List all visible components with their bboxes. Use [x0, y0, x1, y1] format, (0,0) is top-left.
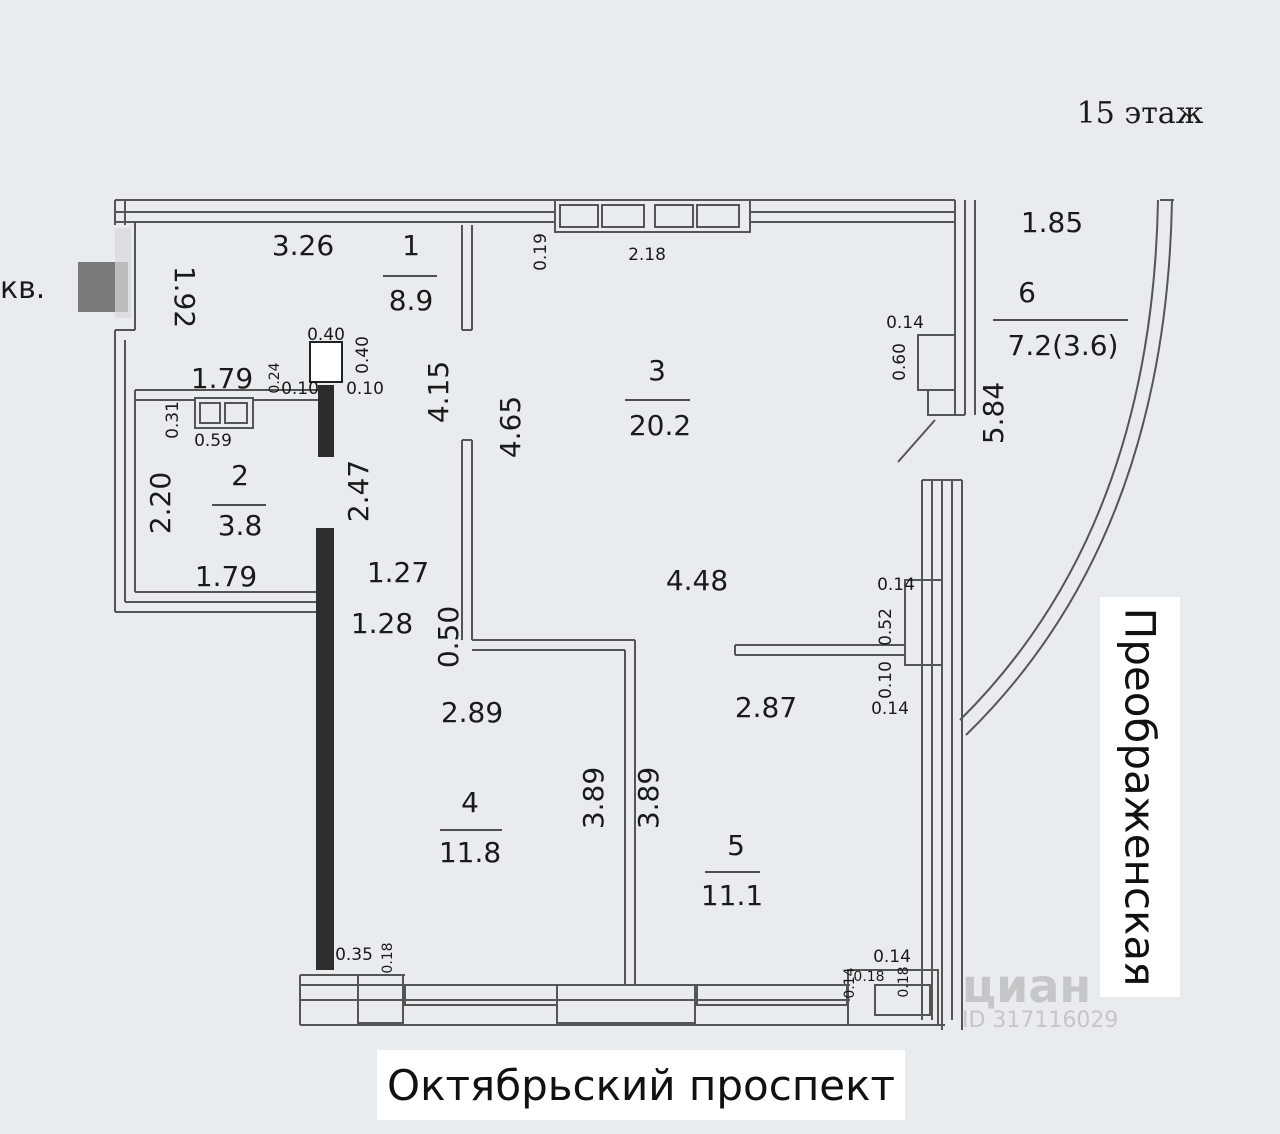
- room-2-area: 3.8: [218, 509, 263, 542]
- dim-040a: 0.40: [307, 325, 345, 345]
- dim-448: 4.48: [666, 564, 728, 597]
- watermark-brand: циан: [962, 959, 1092, 1013]
- room-6-area: 7.2(3.6): [1008, 329, 1119, 362]
- room-5: 5 11.1: [701, 829, 763, 912]
- room-3: 3 20.2: [625, 354, 691, 442]
- dim-010a: 0.10: [281, 379, 319, 399]
- room-1: 1 8.9: [383, 229, 437, 317]
- dim-220: 2.20: [144, 472, 177, 534]
- dim-179a: 1.79: [191, 362, 253, 395]
- dim-415: 4.15: [422, 361, 455, 423]
- dim-127: 1.27: [367, 556, 429, 589]
- dim-018b: 0.18: [853, 969, 884, 985]
- dimension-labels: 3.26 1.85 1.79 1.79 1.27 1.28 4.48 2.89 …: [144, 206, 1083, 999]
- apartment-label: кв.: [0, 271, 45, 306]
- dim-014a: 0.14: [886, 313, 924, 333]
- dim-018c: 0.18: [896, 966, 912, 997]
- dim-584: 5.84: [977, 382, 1010, 444]
- watermark: циан ID 317116029: [962, 963, 1118, 1033]
- room-1-number: 1: [402, 229, 420, 262]
- room-5-area: 11.1: [701, 879, 763, 912]
- balcony-curve: [959, 199, 1174, 736]
- room-4-number: 4: [461, 786, 479, 819]
- room-3-area: 20.2: [629, 409, 691, 442]
- dim-287: 2.87: [735, 691, 797, 724]
- dim-014e: 0.14: [842, 967, 858, 998]
- street-label-right: Преображенская: [1100, 597, 1180, 997]
- bottom-wall: [299, 969, 945, 1026]
- thick-partition: [309, 341, 343, 970]
- dim-059: 0.59: [194, 431, 232, 451]
- outer-walls: [114, 199, 955, 613]
- floor-label: 15 этаж: [1077, 96, 1204, 131]
- room-6: 6 7.2(3.6): [993, 276, 1128, 362]
- dim-035: 0.35: [335, 945, 373, 965]
- dim-185: 1.85: [1021, 206, 1083, 239]
- dim-192: 1.92: [168, 266, 201, 328]
- room-2-number: 2: [231, 459, 249, 492]
- dim-019: 0.19: [531, 233, 551, 271]
- dim-014c: 0.14: [871, 699, 909, 719]
- watermark-id: ID 317116029: [962, 1008, 1119, 1033]
- room-3-number: 3: [648, 354, 666, 387]
- dim-040b: 0.40: [353, 336, 373, 374]
- room-4: 4 11.8: [439, 786, 502, 869]
- dim-024: 0.24: [267, 362, 283, 393]
- dim-289: 2.89: [441, 696, 503, 729]
- dim-389b: 3.89: [632, 767, 665, 829]
- dim-014b: 0.14: [877, 575, 915, 595]
- street-label-right-text: Преображенская: [1115, 607, 1165, 987]
- room-2: 2 3.8: [212, 459, 266, 542]
- dim-010c: 0.10: [876, 661, 896, 699]
- dim-060: 0.60: [890, 343, 910, 381]
- dim-052: 0.52: [876, 608, 896, 646]
- dim-031: 0.31: [163, 401, 183, 439]
- room-6-number: 6: [1018, 276, 1036, 309]
- interior-walls: [461, 225, 905, 985]
- dim-179b: 1.79: [195, 560, 257, 593]
- dim-218: 2.18: [628, 245, 666, 265]
- right-walls: [897, 200, 976, 1030]
- street-label-bottom: Октябрьский проспект: [377, 1050, 905, 1120]
- dim-018a: 0.18: [380, 942, 396, 973]
- dim-465: 4.65: [494, 396, 527, 458]
- room-1-area: 8.9: [389, 284, 434, 317]
- dim-247: 2.47: [342, 460, 375, 522]
- room-4-area: 11.8: [439, 836, 501, 869]
- dim-389a: 3.89: [577, 767, 610, 829]
- dim-014d: 0.14: [873, 947, 911, 967]
- dim-326: 3.26: [272, 229, 334, 262]
- dim-128: 1.28: [351, 607, 413, 640]
- dim-010b: 0.10: [346, 379, 384, 399]
- room-5-number: 5: [727, 829, 745, 862]
- dim-050: 0.50: [432, 606, 465, 668]
